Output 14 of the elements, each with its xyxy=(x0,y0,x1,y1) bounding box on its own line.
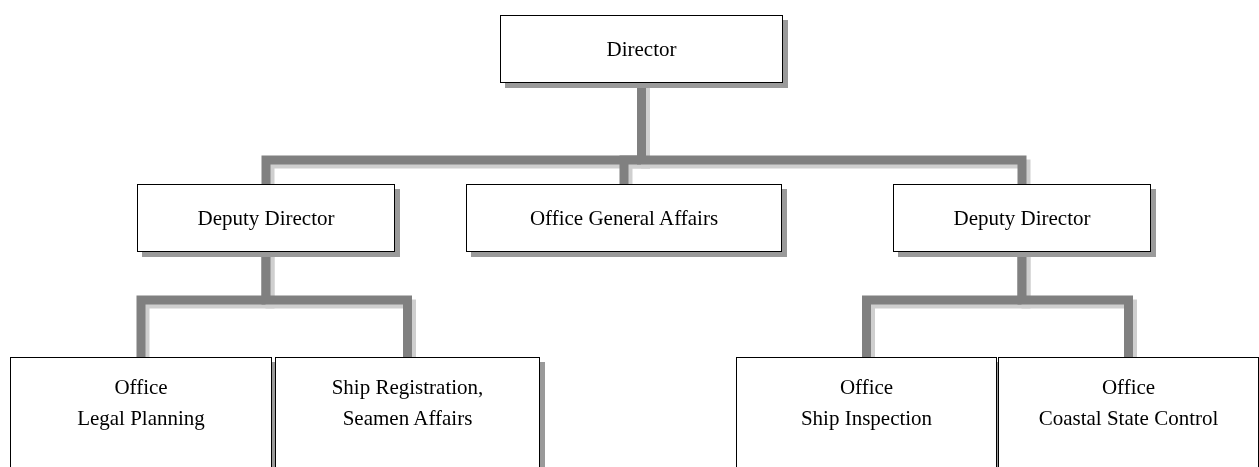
box-label: Office General Affairs xyxy=(529,204,719,232)
org-box xyxy=(736,357,997,467)
box-label: Office xyxy=(839,374,894,401)
box-label: Deputy Director xyxy=(197,204,335,232)
box-label: Office xyxy=(114,374,168,401)
box-label: Ship Registration, Seamen Affairs xyxy=(330,374,485,432)
box-label: Director xyxy=(606,35,677,63)
box-label: Deputy Director xyxy=(953,204,1091,232)
org-box xyxy=(998,357,1259,467)
box-label: Ship Inspection xyxy=(800,405,933,432)
box-label: Office xyxy=(1101,374,1156,401)
org-box xyxy=(10,357,272,467)
box-label: Coastal State Control xyxy=(1038,405,1219,432)
box-label: Legal Planning xyxy=(77,405,205,432)
